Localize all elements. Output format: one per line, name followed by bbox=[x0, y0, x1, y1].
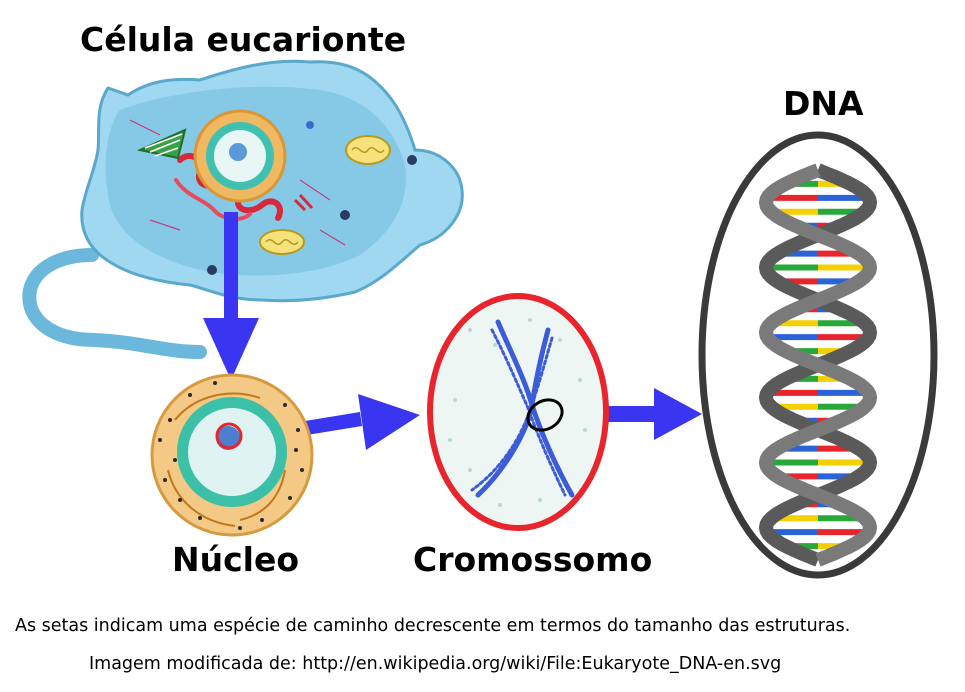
arrow-cell-to-nucleus-head bbox=[203, 318, 259, 380]
nucleus-highlight-circle bbox=[215, 422, 243, 450]
chromosome-arms bbox=[470, 319, 575, 498]
dna-backbone-2 bbox=[758, 163, 878, 567]
cell-nucleolus bbox=[229, 143, 247, 161]
chromosome-view bbox=[427, 293, 609, 531]
vesicle-icon bbox=[306, 121, 314, 129]
nucleus-label: Núcleo bbox=[172, 540, 300, 579]
eukaryotic-cell bbox=[22, 59, 464, 359]
dna-highlight-ellipse bbox=[698, 131, 938, 579]
source-caption: Imagem modificada de: http://en.wikipedi… bbox=[89, 654, 782, 674]
arrows-caption: As setas indicam uma espécie de caminho … bbox=[15, 616, 851, 636]
nucleus bbox=[150, 373, 314, 537]
arrow-cell-to-nucleus-shaft bbox=[224, 212, 238, 322]
arrow-nucleus-to-chromosome-head bbox=[358, 394, 420, 450]
vesicle-icon-3 bbox=[207, 265, 217, 275]
centriole-icon bbox=[293, 193, 314, 212]
dna-label: DNA bbox=[783, 84, 864, 123]
nucleoplasm bbox=[188, 408, 276, 496]
nuclear-pores bbox=[158, 381, 304, 530]
chromatin-speckles bbox=[448, 318, 587, 507]
golgi-icon bbox=[136, 128, 187, 160]
chromosome-highlight-ring bbox=[427, 293, 609, 531]
vesicle-icon-4 bbox=[407, 155, 417, 165]
chromosome-highlight-circle bbox=[526, 398, 564, 432]
endoplasmic-reticulum-2 bbox=[174, 178, 252, 221]
flagellum bbox=[22, 248, 207, 359]
vesicle-icon-2 bbox=[340, 210, 350, 220]
dna-view bbox=[698, 131, 938, 579]
chromosome-label: Cromossomo bbox=[413, 540, 653, 579]
cell-label: Célula eucarionte bbox=[80, 20, 407, 59]
cytoskeleton bbox=[129, 119, 346, 246]
nuclear-folds bbox=[167, 392, 286, 527]
arrow-chromosome-to-dna-head bbox=[654, 388, 702, 440]
